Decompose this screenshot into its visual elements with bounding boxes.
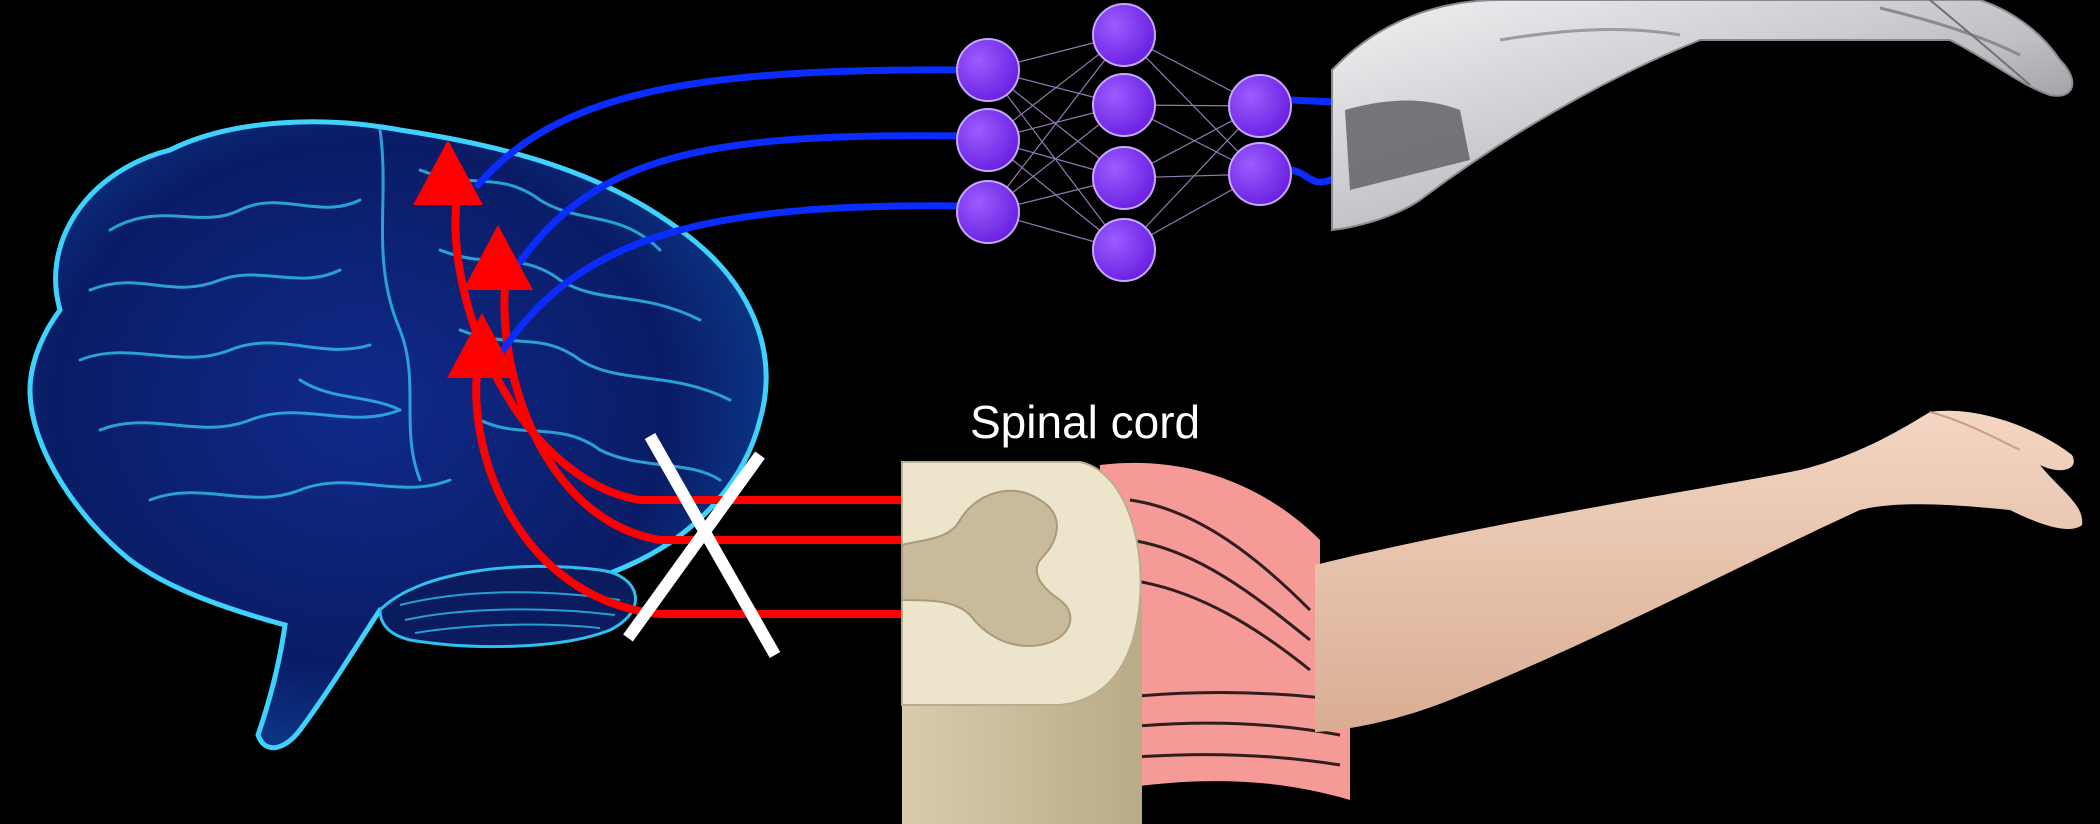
- hidden-node: [1093, 147, 1155, 209]
- hidden-node: [1093, 4, 1155, 66]
- hidden-node: [1093, 74, 1155, 136]
- network-edges: [988, 35, 1260, 250]
- output-node: [1229, 75, 1291, 137]
- robotic-arm-icon: [1332, 0, 2072, 230]
- neural-network-icon: [957, 4, 1291, 281]
- spinal-cord-icon: [902, 462, 1350, 824]
- hidden-node: [1093, 219, 1155, 281]
- spinal-cord-label: Spinal cord: [970, 395, 1200, 449]
- network-nodes: [957, 4, 1291, 281]
- output-wire-2: [1290, 170, 1335, 182]
- input-node: [957, 181, 1019, 243]
- human-arm-icon: [1315, 411, 2082, 732]
- input-node: [957, 109, 1019, 171]
- output-wire-1: [1290, 100, 1335, 102]
- input-node: [957, 39, 1019, 101]
- output-node: [1229, 143, 1291, 205]
